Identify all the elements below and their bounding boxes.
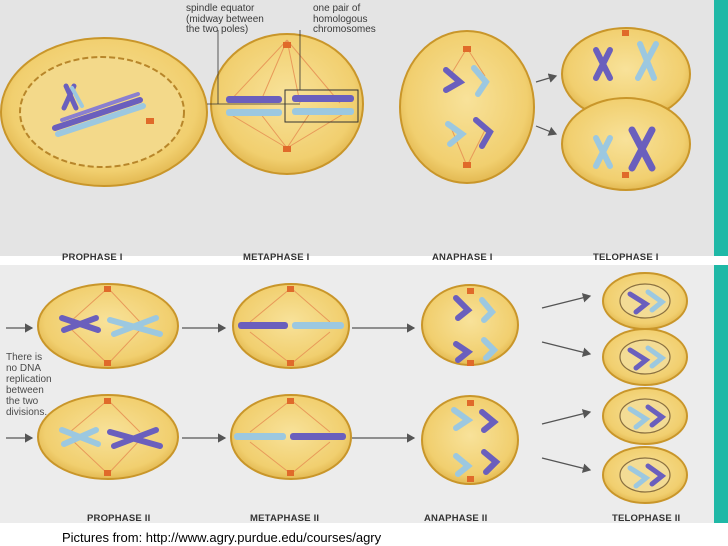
cell-metaphase-2-bottom: [230, 394, 352, 480]
accent-strip-top: [714, 0, 728, 256]
cell-telophase-2-3: [602, 387, 688, 445]
no-dna-replication-note: There is no DNA replication between the …: [6, 352, 52, 418]
label-anaphase-2: ANAPHASE II: [424, 513, 488, 524]
cell-prophase-2-top: [37, 283, 179, 369]
cell-anaphase-2-top: [421, 284, 519, 366]
annotation-homologous-pair: one pair of homologous chromosomes: [313, 3, 376, 35]
cell-telophase-1: [561, 27, 691, 191]
label-telophase-1: TELOPHASE I: [593, 252, 659, 263]
cell-prophase-1: [0, 37, 208, 187]
cell-anaphase-2-bottom: [421, 395, 519, 485]
arrow-anaphase2-telophase2-3: [541, 409, 592, 425]
arrow-anaphase2-telophase2-1: [541, 293, 592, 309]
annotation-spindle-equator: spindle equator (midway between the two …: [186, 3, 264, 35]
accent-strip-bottom: [714, 265, 728, 523]
cell-metaphase-1: [207, 30, 364, 175]
label-prophase-2: PROPHASE II: [87, 513, 151, 524]
label-prophase-1: PROPHASE I: [62, 252, 123, 263]
cell-anaphase-1: [399, 30, 535, 184]
label-metaphase-2: METAPHASE II: [250, 513, 320, 524]
label-telophase-2: TELOPHASE II: [612, 513, 681, 524]
arrow-anaphase1-telophase1-top: [535, 73, 558, 83]
arrow-anaphase1-telophase1-bottom: [535, 125, 558, 136]
label-anaphase-1: ANAPHASE I: [432, 252, 493, 263]
arrow-anaphase2-telophase2-4: [541, 457, 592, 473]
source-caption: Pictures from: http://www.agry.purdue.ed…: [62, 530, 382, 545]
label-metaphase-1: METAPHASE I: [243, 252, 310, 263]
cell-telophase-2-2: [602, 328, 688, 386]
cell-metaphase-2-top: [232, 283, 350, 369]
arrow-anaphase2-telophase2-2: [541, 341, 592, 357]
cell-prophase-2-bottom: [37, 394, 179, 480]
cell-telophase-2-4: [602, 446, 688, 504]
cell-telophase-2-1: [602, 272, 688, 330]
